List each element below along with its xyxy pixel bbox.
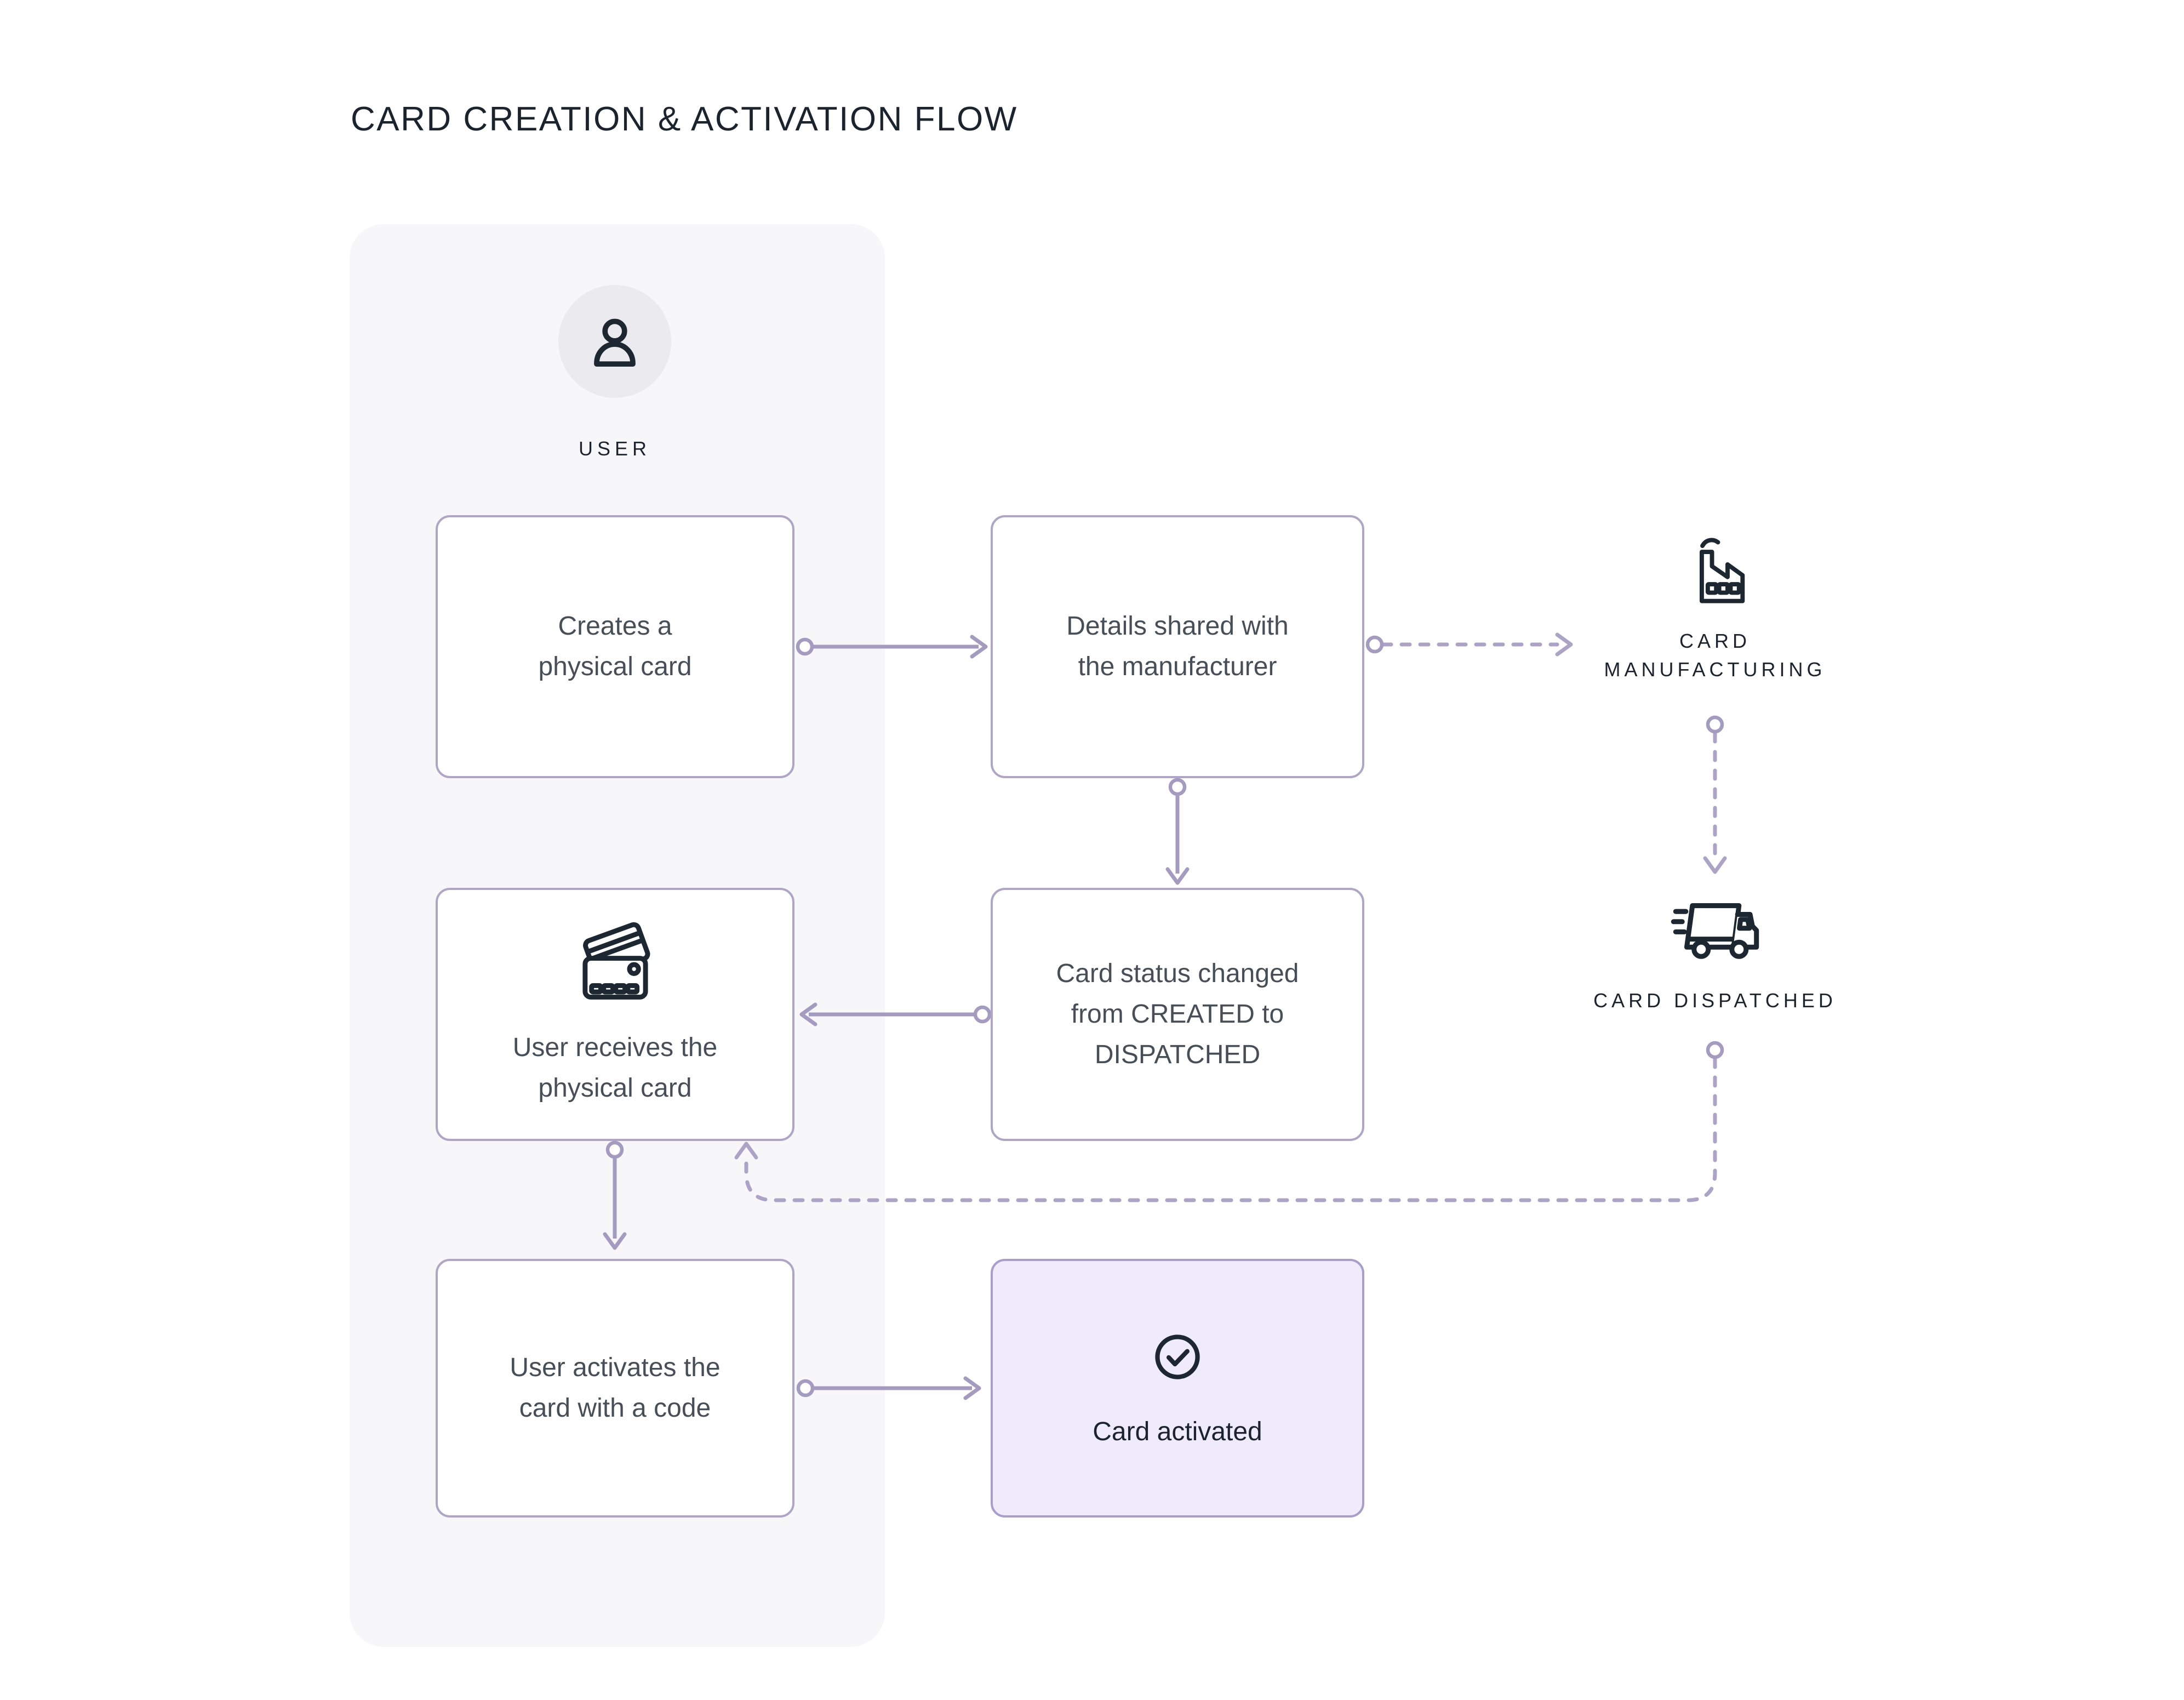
credit-cards-icon	[582, 922, 650, 1000]
truck-icon	[1671, 903, 1759, 959]
node-text-line: DISPATCHED	[1094, 1040, 1261, 1069]
user-avatar	[558, 285, 671, 398]
node-card-activated-label: Card activated	[1093, 1412, 1262, 1452]
edge-manufacturing-to-dispatched	[1703, 715, 1727, 874]
node-text-line: Card activated	[1093, 1417, 1262, 1446]
card-manufacturing-label: CARD MANUFACTURING	[1604, 627, 1826, 684]
edge-details-to-manufacturing	[1365, 632, 1573, 657]
node-text-line: the manufacturer	[1078, 652, 1277, 681]
node-receives-card-label: User receives the physical card	[513, 1028, 717, 1109]
node-text-line: Card status changed	[1056, 959, 1299, 988]
node-receives-card: User receives the physical card	[436, 888, 794, 1141]
node-activates-card: User activates the card with a code	[436, 1259, 794, 1518]
node-creates-card-label: Creates a physical card	[538, 606, 691, 687]
node-text-line: User receives the	[512, 1033, 718, 1062]
ext-label-line: MANUFACTURING	[1604, 658, 1826, 681]
user-lane-label: USER	[578, 437, 651, 460]
node-status-changed-label: Card status changed from CREATED to DISP…	[1056, 954, 1299, 1075]
ext-label-line: CARD	[1679, 630, 1751, 652]
factory-icon	[1700, 538, 1745, 603]
node-activates-card-label: User activates the card with a code	[510, 1348, 720, 1429]
node-card-dispatched: CARD DISPATCHED	[1573, 889, 1857, 1015]
node-card-activated: Card activated	[991, 1259, 1364, 1518]
diagram-title: CARD CREATION & ACTIVATION FLOW	[351, 100, 1018, 138]
node-text-line: Details shared with	[1066, 612, 1289, 641]
node-text-line: physical card	[538, 652, 692, 681]
node-status-changed: Card status changed from CREATED to DISP…	[991, 888, 1364, 1141]
node-text-line: card with a code	[519, 1394, 711, 1423]
node-details-shared-label: Details shared with the manufacturer	[1066, 606, 1289, 687]
node-text-line: Creates a	[558, 612, 672, 641]
check-circle-icon	[1155, 1334, 1200, 1379]
node-text-line: from CREATED to	[1071, 1000, 1284, 1029]
user-icon	[594, 318, 636, 367]
node-details-shared: Details shared with the manufacturer	[991, 515, 1364, 778]
ext-label-line: CARD DISPATCHED	[1593, 989, 1837, 1012]
node-text-line: physical card	[538, 1074, 692, 1103]
edge-details-to-status	[1165, 778, 1190, 885]
card-dispatched-label: CARD DISPATCHED	[1593, 986, 1837, 1015]
node-card-manufacturing: CARD MANUFACTURING	[1573, 533, 1857, 684]
node-creates-card: Creates a physical card	[436, 515, 794, 778]
node-text-line: User activates the	[510, 1353, 721, 1382]
